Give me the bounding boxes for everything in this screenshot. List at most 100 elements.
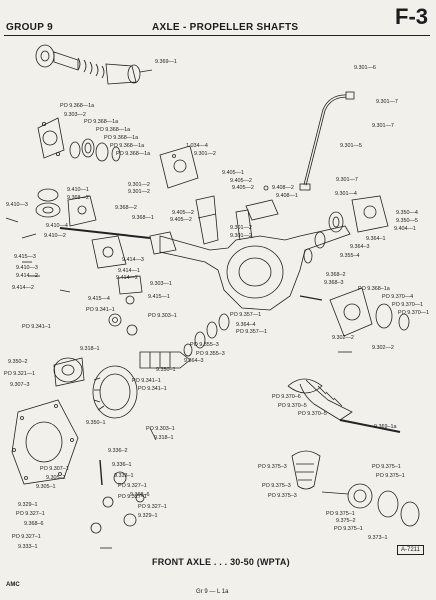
part-label: 9.408—2 <box>272 185 294 191</box>
header-rule <box>4 35 430 36</box>
part-label: PO 9.303–1 <box>148 313 177 319</box>
part-label: 9.307–3 <box>10 382 30 388</box>
part-label: PO 9.357—1 <box>236 329 267 335</box>
part-label: 9.350–2 <box>8 359 28 365</box>
part-label: PO 9.370–6 <box>272 394 301 400</box>
part-label: 9.369—1 <box>155 59 177 65</box>
steering-knuckle-left <box>37 117 65 159</box>
part-label: 9.305–2 <box>46 475 66 481</box>
part-label: 9.305–1 <box>36 484 56 490</box>
part-label: 9.301—7 <box>376 99 398 105</box>
ring-gear <box>92 365 138 419</box>
part-label: PO 9.375–1 <box>326 511 355 517</box>
inner-axle-shaft <box>59 227 177 255</box>
part-label: 9.336–2 <box>108 448 128 454</box>
part-label: PO 9.341–1 <box>138 386 167 392</box>
part-label: 9.410—1 <box>67 187 89 193</box>
part-label: 9.364–3 <box>350 244 370 250</box>
support-bracket <box>245 185 279 221</box>
part-label: 9.405—2 <box>172 210 194 216</box>
differential-carrier <box>53 313 138 387</box>
part-label: 9.364–4 <box>236 322 256 328</box>
right-flange-ujoint <box>299 287 410 337</box>
part-label: 9.368—2 <box>67 195 89 201</box>
part-label: PO 9.375–1 <box>376 473 405 479</box>
part-label: 9.301—7 <box>336 177 358 183</box>
part-label: 9.350–1 <box>86 420 106 426</box>
part-label: 9.414—2 <box>16 273 38 279</box>
cv-boot-group <box>287 378 401 433</box>
part-label: 9.414—2 <box>116 275 138 281</box>
part-label: PO 9.368—1a <box>84 119 118 125</box>
part-label: PO 9.321—1 <box>4 371 35 377</box>
part-label: 9.301—7 <box>372 123 394 129</box>
shim-rings <box>183 313 230 357</box>
axle-housing <box>159 195 351 311</box>
spider-gears <box>90 459 145 534</box>
breather-hose <box>299 91 355 191</box>
part-label: 1.034—4 <box>186 143 208 149</box>
part-label: 9.303—1 <box>150 281 172 287</box>
part-label: PO 9.375–1 <box>334 526 363 532</box>
part-label: 9.301—6 <box>354 65 376 71</box>
part-label: PO 9.327–1 <box>12 534 41 540</box>
part-label: PO 9.370—4 <box>382 294 413 300</box>
part-label: 9.333–1 <box>114 473 134 479</box>
part-label: 9.301—2 <box>194 151 216 157</box>
part-label: PO 9.368—1a <box>110 143 144 149</box>
part-label: PO 9.368—1a <box>96 127 130 133</box>
part-label: PO 9.327–1 <box>138 504 167 510</box>
part-label: PO 9.370—1 <box>398 310 429 316</box>
part-label: 9.301—2 <box>230 225 252 231</box>
part-label: 9.410—2 <box>44 233 66 239</box>
part-label: PO 9.370–5 <box>278 403 307 409</box>
cv-joint-assembly <box>291 450 420 527</box>
part-label: PO 9.368—1a <box>116 151 150 157</box>
part-label: PO 9.357—1 <box>230 312 261 318</box>
part-label: 9.301—2 <box>128 189 150 195</box>
bolts <box>5 217 352 549</box>
part-label: 9.373–1 <box>368 535 388 541</box>
part-label: 9.405—2 <box>230 178 252 184</box>
part-labels: 9.369—1 9.301—6 9.301—7 9.301—7 PO 9.368… <box>4 59 429 550</box>
part-label: PO 9.341–1 <box>86 307 115 313</box>
part-label: 9.302—2 <box>332 335 354 341</box>
axle-shaft-outer-assembly <box>35 44 153 85</box>
part-label: PO 9.368—1a <box>60 103 94 109</box>
part-label: 9.301—5 <box>340 143 362 149</box>
part-label: 9.405—1 <box>222 170 244 176</box>
pinion-yoke <box>91 235 143 305</box>
part-label: 9.303—2 <box>64 112 86 118</box>
part-label: 9.405—2 <box>232 185 254 191</box>
part-label: 9.368–6 <box>24 521 44 527</box>
part-label: 9.364–3 <box>184 358 204 364</box>
part-label: PO 9.375–3 <box>268 493 297 499</box>
part-label: PO 9.327–1 <box>118 483 147 489</box>
part-label: 9.369–1a <box>374 424 396 430</box>
part-label: PO 9.303–1 <box>146 426 175 432</box>
part-label: 9.368—2 <box>115 205 137 211</box>
part-label: 9.301—2 <box>128 182 150 188</box>
part-label: PO 9.375–1 <box>372 464 401 470</box>
part-label: 9.410—4 <box>46 223 68 229</box>
part-label: PO 9.327–1 <box>16 511 45 517</box>
part-label: 9.404—1 <box>394 226 416 232</box>
right-knuckle-assembly <box>303 195 389 264</box>
part-label: 9.355–4 <box>340 253 360 259</box>
hub-bearing-group <box>69 138 121 162</box>
part-label: 9.415—4 <box>88 296 110 302</box>
knuckle-cluster <box>35 188 97 227</box>
page-code: F-3 <box>395 4 428 29</box>
part-label: 9.301—4 <box>335 191 357 197</box>
differential-cover <box>11 399 79 485</box>
part-label: PO 9.341–1 <box>132 378 161 384</box>
part-label: 9.368—1 <box>132 215 154 221</box>
diagram-caption: FRONT AXLE . . . 30-50 (WPTA) <box>152 557 290 567</box>
part-label: 9.336–1 <box>112 462 132 468</box>
part-label: 9.333–1 <box>18 544 38 550</box>
part-label: 9.318–1 <box>80 346 100 352</box>
pinion-gear <box>139 351 191 369</box>
part-label: 9.414—3 <box>122 257 144 263</box>
part-label: PO 9.368—1a <box>104 135 138 141</box>
part-label: 9.375–2 <box>336 518 356 524</box>
